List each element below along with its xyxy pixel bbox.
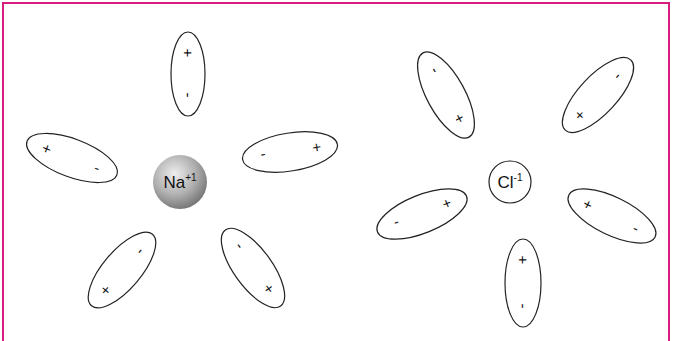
dipole-outline — [76, 220, 169, 319]
ion-circle: Cl-1 — [488, 160, 532, 204]
dipole-outline — [550, 46, 646, 145]
dipole-ellipse — [370, 178, 473, 249]
ion-circle-shape — [489, 161, 531, 203]
charge-sign: + — [516, 256, 531, 265]
ion-symbol: Cl — [498, 173, 514, 192]
frame-border — [3, 3, 669, 341]
dipole-outline — [19, 122, 125, 194]
dipole-ellipse — [505, 239, 541, 327]
ion-charge: -1 — [514, 172, 523, 183]
ion-label: Na+1 — [163, 173, 196, 191]
water-dipole: +- — [170, 31, 206, 117]
ion-circle: Na+1 — [152, 154, 208, 210]
charge-sign: + — [181, 49, 196, 58]
dipole-ellipse — [551, 47, 644, 143]
dipole-ellipse — [20, 123, 123, 192]
ion-charge: +1 — [185, 172, 196, 183]
charge-sign: - — [516, 304, 531, 309]
dipole-outline — [369, 177, 475, 251]
dipole-ellipse — [210, 219, 296, 317]
water-dipole: +- — [76, 220, 169, 319]
dipole-ellipse — [77, 222, 167, 318]
dipole-ellipse — [171, 32, 205, 116]
dipole-outline — [238, 125, 341, 180]
water-dipole: +- — [209, 217, 298, 318]
dipole-outline — [559, 177, 665, 256]
charge-sign: - — [181, 93, 196, 98]
dipole-ellipse — [240, 126, 341, 179]
water-dipole: +- — [405, 42, 487, 147]
dipole-outline — [170, 31, 206, 117]
dipole-ellipse — [561, 178, 664, 254]
water-dipole: +- — [504, 238, 542, 328]
dipole-ellipse — [406, 44, 485, 146]
water-dipole: +- — [550, 46, 646, 145]
water-dipole: +- — [559, 177, 665, 256]
dipole-outline — [504, 238, 542, 328]
dipole-outline — [405, 42, 487, 147]
ion-circle-shape — [153, 155, 207, 209]
water-dipole: +- — [369, 177, 475, 251]
ion-label: Cl-1 — [498, 173, 523, 191]
water-dipole: +- — [238, 125, 341, 180]
ion-symbol: Na — [163, 173, 185, 192]
water-dipole: +- — [19, 122, 125, 194]
dipole-outline — [209, 217, 298, 318]
